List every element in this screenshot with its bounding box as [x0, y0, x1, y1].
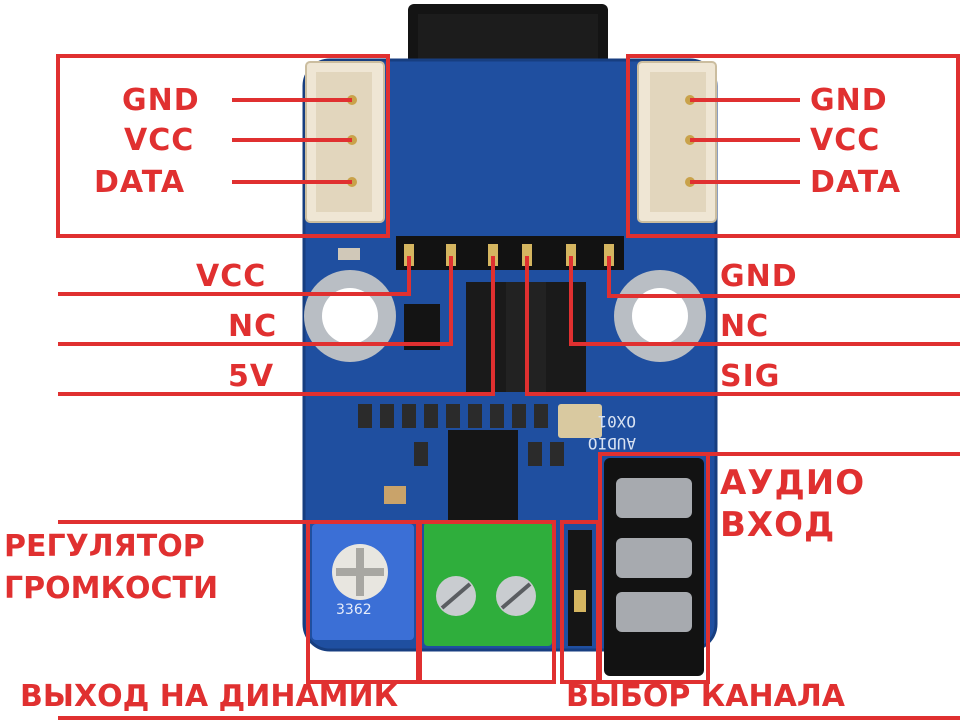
- right-pin-vcc: VCC: [810, 123, 881, 158]
- board-marking-line1: AUDIO: [588, 434, 636, 453]
- header-pin-gnd: GND: [720, 259, 798, 294]
- header-pin-sig: SIG: [720, 359, 781, 394]
- board-marking: AUDIO OX01: [588, 412, 636, 453]
- right-pin-gnd: GND: [810, 83, 888, 118]
- audio-jack: [604, 458, 704, 676]
- header-pin-nc-right: NC: [720, 309, 770, 344]
- smd-components: [338, 248, 564, 504]
- right-pin-data: DATA: [810, 165, 902, 200]
- header-pin-nc-left: NC: [228, 309, 278, 344]
- speaker-output-label: ВЫХОД НА ДИНАМИК: [20, 679, 399, 714]
- volume-label-line2: ГРОМКОСТИ: [4, 571, 219, 606]
- board-marking-line2: OX01: [597, 412, 636, 431]
- channel-jumper: [568, 530, 592, 646]
- audio-input-label-line2: ВХОД: [720, 505, 836, 545]
- screw-terminal: [424, 522, 552, 646]
- pin-header: [396, 236, 624, 270]
- right-connector-box: [626, 54, 960, 238]
- pot-marking: 3362: [336, 602, 372, 618]
- channel-box: [560, 520, 600, 684]
- left-pin-vcc: VCC: [124, 123, 195, 158]
- terminal-box: [418, 520, 556, 684]
- header-pin-5v: 5V: [228, 359, 275, 394]
- potentiometer: 3362: [312, 524, 414, 640]
- left-pin-data: DATA: [94, 165, 186, 200]
- left-connector-box: [56, 54, 390, 238]
- leader-lines: [58, 98, 960, 720]
- header-pin-vcc: VCC: [196, 259, 267, 294]
- volume-box: [306, 520, 420, 684]
- left-pin-gnd: GND: [122, 83, 200, 118]
- audio-input-label-line1: АУДИО: [720, 463, 866, 503]
- channel-select-label: ВЫБОР КАНАЛА: [566, 679, 845, 714]
- volume-label-line1: РЕГУЛЯТОР: [4, 529, 205, 564]
- audio-jack-box: [598, 452, 710, 684]
